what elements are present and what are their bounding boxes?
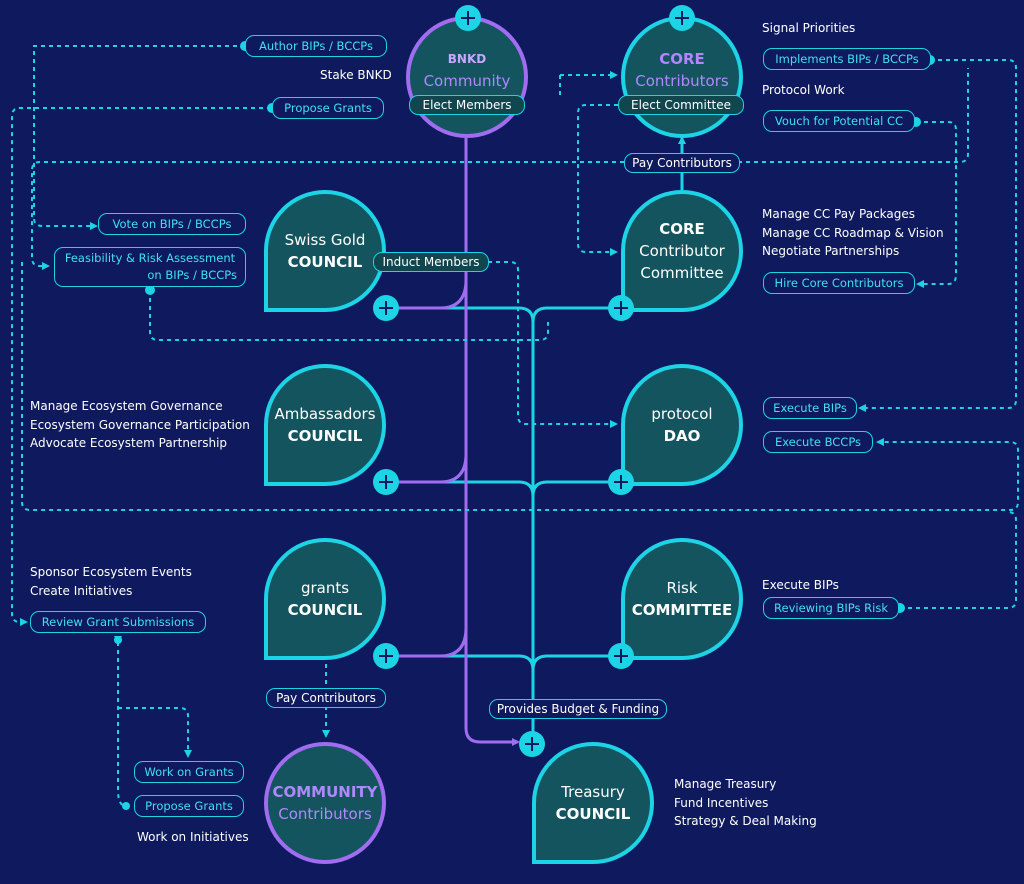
ambassador-duty-3: Advocate Ecosystem Partnership <box>30 436 228 450</box>
risk-plus-icon[interactable] <box>608 643 634 669</box>
induct-members-tag[interactable]: Induct Members <box>373 252 489 272</box>
core-committee-node: CORE Contributor Committee <box>621 190 743 312</box>
ambassador-duties: Manage Ecosystem Governance Ecosystem Go… <box>30 397 250 453</box>
pay-contributors-bottom-tag[interactable]: Pay Contributors <box>266 688 386 708</box>
propose-grants-top-pill[interactable]: Propose Grants <box>272 97 384 119</box>
swiss-gold-plus-icon[interactable] <box>373 295 399 321</box>
core-committee-line1: CORE <box>659 220 705 238</box>
execute-bips-text: Execute BIPs <box>762 578 839 592</box>
contributors-label: Contributors <box>635 72 729 90</box>
grants-plus-icon[interactable] <box>373 643 399 669</box>
cc-duty-1: Manage CC Pay Packages <box>762 207 916 221</box>
community-label: Community <box>423 72 511 90</box>
treasury-duty-1: Manage Treasury <box>674 777 777 791</box>
ambassador-duty-1: Manage Ecosystem Governance <box>30 399 223 413</box>
work-on-initiatives-text: Work on Initiatives <box>137 830 249 844</box>
signal-priorities-text: Signal Priorities <box>762 21 856 35</box>
grants-duties: Sponsor Ecosystem Events Create Initiati… <box>30 563 192 600</box>
risk-label: Risk <box>666 579 698 597</box>
propose-grants-bottom-pill[interactable]: Propose Grants <box>134 795 244 817</box>
ambassadors-council-node: Ambassadors COUNCIL <box>264 364 386 486</box>
dao-label: DAO <box>663 427 701 445</box>
risk-committee-node: Risk COMMITTEE <box>621 538 743 660</box>
grants-council-node: grants COUNCIL <box>264 538 386 660</box>
ambassadors-council-label: COUNCIL <box>287 427 363 445</box>
bnkd-label: BNKD <box>447 52 487 66</box>
grants-duty-1: Sponsor Ecosystem Events <box>30 565 192 579</box>
ambassador-duty-2: Ecosystem Governance Participation <box>30 417 250 432</box>
protocol-dao-node: protocol DAO <box>621 364 743 486</box>
stake-bnkd-text: Stake BNKD <box>320 68 392 82</box>
dotted-links <box>11 45 1019 807</box>
hire-core-pill[interactable]: Hire Core Contributors <box>763 272 915 294</box>
treasury-council-label: COUNCIL <box>555 805 631 823</box>
bnkd-plus-icon[interactable] <box>455 5 481 31</box>
grants-label: grants <box>300 579 350 597</box>
protocol-work-text: Protocol Work <box>762 83 845 97</box>
elect-members-tag[interactable]: Elect Members <box>409 95 525 115</box>
execute-bccps-pill[interactable]: Execute BCCPs <box>763 431 873 453</box>
vouch-cc-pill[interactable]: Vouch for Potential CC <box>763 110 915 132</box>
community-contributors-node: COMMUNITY Contributors <box>264 742 386 864</box>
reviewing-bips-risk-pill[interactable]: Reviewing BIPs Risk <box>763 597 899 619</box>
review-grant-submissions-pill[interactable]: Review Grant Submissions <box>30 611 206 633</box>
bnkd-spine <box>392 138 520 746</box>
ambassadors-label: Ambassadors <box>274 405 376 423</box>
core-contributors-node: CORE Contributors <box>621 16 743 138</box>
grants-duty-2: Create Initiatives <box>30 583 133 598</box>
cc-duties: Manage CC Pay Packages Manage CC Roadmap… <box>762 205 944 261</box>
pay-contributors-top-tag[interactable]: Pay Contributors <box>624 153 740 173</box>
core-committee-line3: Committee <box>640 264 724 282</box>
core-committee-plus-icon[interactable] <box>608 295 634 321</box>
core-committee-line2: Contributor <box>639 242 725 260</box>
provides-budget-tag[interactable]: Provides Budget & Funding <box>489 699 667 719</box>
bnkd-community-node: BNKD Community <box>406 16 528 138</box>
cc-duty-2: Manage CC Roadmap & Vision <box>762 225 944 240</box>
treasury-plus-icon[interactable] <box>519 731 545 757</box>
funding-lines <box>392 136 686 742</box>
core-contributors-plus-icon[interactable] <box>669 5 695 31</box>
community-contributors-label: Contributors <box>278 805 372 823</box>
elect-committee-tag[interactable]: Elect Committee <box>618 95 744 115</box>
feasibility-line1: Feasibility & Risk Assessment <box>64 251 236 265</box>
treasury-duty-2: Fund Incentives <box>674 795 769 810</box>
vote-bips-pill[interactable]: Vote on BIPs / BCCPs <box>98 213 246 235</box>
ambassadors-plus-icon[interactable] <box>373 469 399 495</box>
protocol-dao-plus-icon[interactable] <box>608 469 634 495</box>
treasury-label: Treasury <box>561 783 625 801</box>
work-on-grants-pill[interactable]: Work on Grants <box>134 761 244 783</box>
treasury-duty-3: Strategy & Deal Making <box>674 814 817 828</box>
cc-duty-3: Negotiate Partnerships <box>762 244 900 258</box>
core-label: CORE <box>659 50 705 68</box>
treasury-council-node: Treasury COUNCIL <box>532 742 654 864</box>
committee-label: COMMITTEE <box>631 601 733 619</box>
swiss-gold-council-node: Swiss Gold COUNCIL <box>264 190 386 312</box>
council-label: COUNCIL <box>287 253 363 271</box>
feasibility-line2: on BIPs / BCCPs <box>147 268 237 282</box>
swiss-gold-label: Swiss Gold <box>284 231 366 249</box>
implements-bips-pill[interactable]: Implements BIPs / BCCPs <box>763 48 931 70</box>
feasibility-pill[interactable]: Feasibility & Risk Assessment on BIPs / … <box>54 247 246 287</box>
grants-council-label: COUNCIL <box>287 601 363 619</box>
author-bips-pill[interactable]: Author BIPs / BCCPs <box>245 35 387 57</box>
treasury-duties: Manage Treasury Fund Incentives Strategy… <box>674 775 817 831</box>
execute-bips-pill[interactable]: Execute BIPs <box>763 397 857 419</box>
community-caps-label: COMMUNITY <box>272 783 378 801</box>
protocol-label: protocol <box>651 405 713 423</box>
